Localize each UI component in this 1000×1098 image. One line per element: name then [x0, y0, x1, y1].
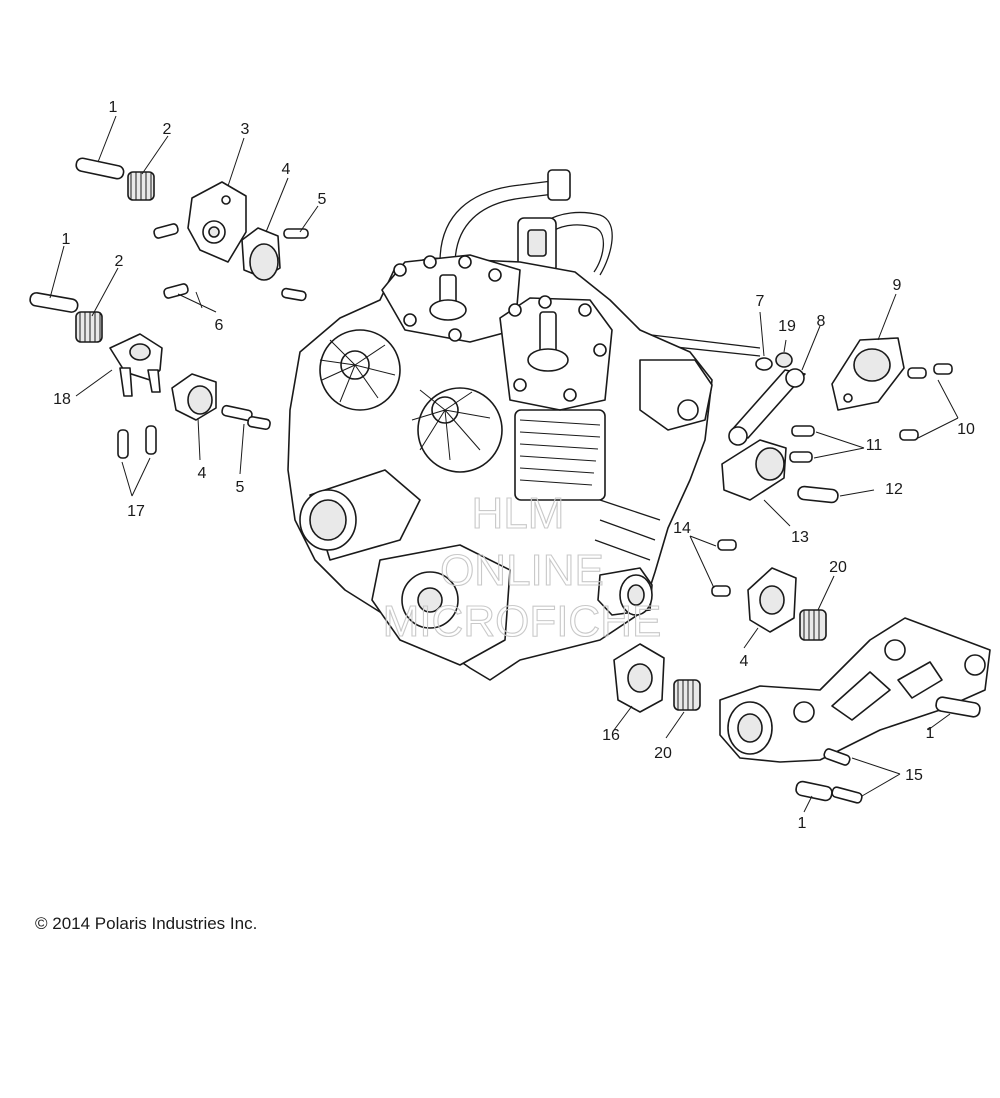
callout-4: 4 [740, 653, 749, 670]
callout-1: 1 [109, 99, 118, 116]
left-upper-mount-parts [75, 157, 309, 309]
callout-5: 5 [318, 191, 327, 208]
watermark: HLM ONLINE MICROFICHE [382, 488, 662, 646]
bushing-2-upper [127, 171, 155, 201]
bracket-3 [187, 181, 247, 263]
callout-18: 18 [53, 391, 71, 408]
mount-4-lower [171, 373, 217, 421]
intake-boot [299, 469, 421, 561]
callout-1: 1 [926, 725, 935, 742]
callout-19: 19 [778, 318, 796, 335]
engine-assembly [287, 169, 761, 681]
callout-3: 3 [241, 121, 250, 138]
mount-13 [721, 439, 787, 501]
callout-16: 16 [602, 727, 620, 744]
crankshaft-end [597, 567, 653, 616]
callout-2: 2 [163, 121, 172, 138]
watermark-line-1: HLM [472, 489, 565, 538]
link-arm-8 [728, 368, 806, 446]
callout-5: 5 [236, 479, 245, 496]
bushing-20-upper [799, 609, 827, 641]
flywheel-cover [319, 329, 401, 411]
rear-mount-bracket [719, 617, 991, 763]
callout-2: 2 [115, 253, 124, 270]
callout-8: 8 [817, 313, 826, 330]
cylinder-bolts [393, 255, 607, 402]
callout-11: 11 [866, 437, 883, 454]
bracket-18 [109, 333, 163, 397]
callout-4: 4 [282, 161, 291, 178]
callout-7: 7 [756, 293, 765, 310]
callout-14: 14 [673, 520, 691, 537]
right-upper-parts [721, 337, 953, 504]
mount-16 [613, 643, 665, 713]
pto-cover [411, 387, 503, 473]
callout-13: 13 [791, 529, 809, 546]
callout-20: 20 [829, 559, 847, 576]
leader-lines [49, 115, 959, 813]
copyright-notice: © 2014 Polaris Industries Inc. [35, 914, 258, 933]
callout-labels: 1 2 3 4 5 1 2 6 18 4 5 17 7 19 8 9 10 11… [53, 99, 975, 832]
bushing-2-lower [75, 311, 103, 343]
bushing-20-lower [673, 679, 701, 711]
callout-15: 15 [905, 767, 923, 784]
bolt-1-upper [75, 157, 125, 180]
callout-1: 1 [62, 231, 71, 248]
callout-4: 4 [198, 465, 207, 482]
callout-9: 9 [893, 277, 902, 294]
watermark-line-3: MICROFICHE [383, 597, 662, 646]
callout-20: 20 [654, 745, 672, 762]
watermark-line-2: ONLINE [440, 546, 604, 595]
right-lower-parts [613, 539, 991, 804]
mount-4-upper [241, 227, 281, 281]
callout-6: 6 [215, 317, 224, 334]
callout-10: 10 [957, 421, 975, 438]
callout-1: 1 [798, 815, 807, 832]
flange-9 [831, 337, 905, 411]
callout-17: 17 [127, 503, 145, 520]
left-lower-mount-parts [29, 292, 271, 459]
callout-12: 12 [885, 481, 903, 498]
mount-4-right [747, 567, 797, 633]
